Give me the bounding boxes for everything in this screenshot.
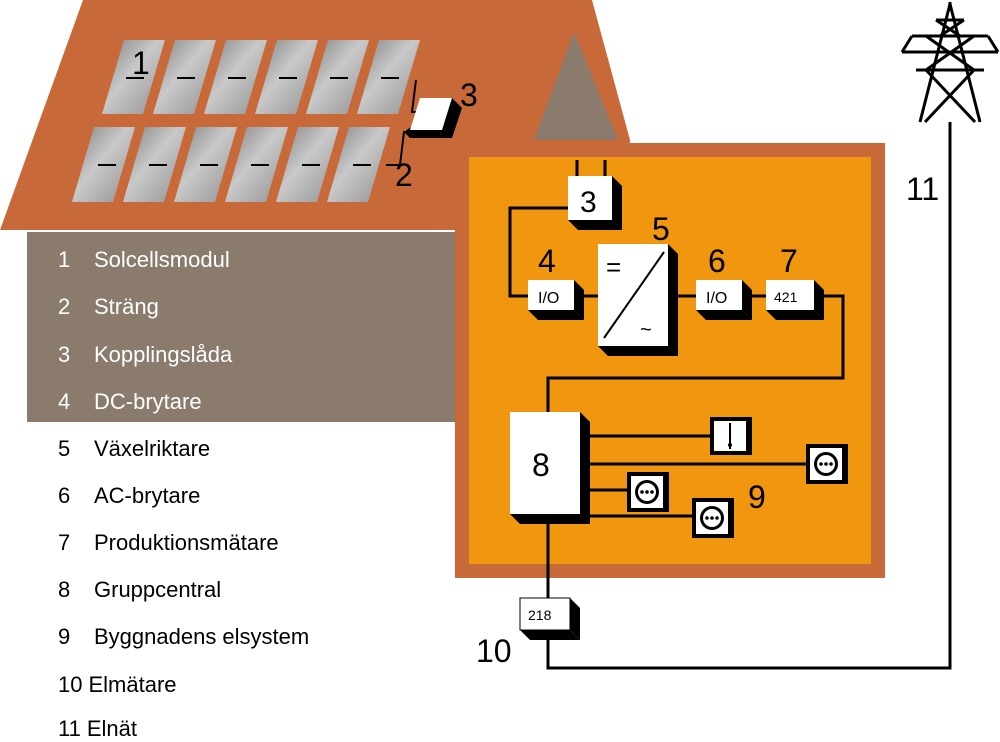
inverter-dc-symbol: = bbox=[606, 252, 621, 282]
legend-num: 11 bbox=[58, 716, 81, 741]
legend-label: Solcellsmodul bbox=[94, 247, 230, 272]
legend-item-5: 5 Växelriktare bbox=[58, 436, 210, 462]
inverter-bottom bbox=[598, 346, 678, 356]
legend-label: Sträng bbox=[94, 294, 159, 319]
socket-outlet bbox=[692, 498, 734, 538]
production-meter-label: 421 bbox=[774, 289, 798, 305]
legend-label: DC-brytare bbox=[94, 389, 202, 414]
callout-string: 2 bbox=[395, 157, 413, 193]
socket-outlet bbox=[806, 444, 848, 484]
dc-switch-bottom bbox=[528, 310, 584, 320]
inverter-ac-symbol: ~ bbox=[640, 319, 652, 341]
callout-production-meter: 7 bbox=[780, 243, 798, 279]
socket-outlets bbox=[627, 444, 848, 538]
wiring bbox=[508, 122, 952, 670]
dc-switch bbox=[528, 280, 574, 310]
legend-item-9: 9 Byggnadens elsystem bbox=[58, 624, 309, 650]
callout-module: 1 bbox=[132, 45, 150, 81]
legend-num: 7 bbox=[58, 530, 71, 555]
legend-num: 6 bbox=[58, 483, 71, 508]
legend-num: 8 bbox=[58, 577, 71, 602]
legend-item-7: 7 Produktionsmätare bbox=[58, 530, 279, 556]
electricity-meter-label: 218 bbox=[528, 607, 552, 623]
callout-building-system: 9 bbox=[748, 479, 766, 515]
callout-dc-switch: 4 bbox=[538, 243, 556, 279]
legend-num: 5 bbox=[58, 436, 71, 461]
junction-box-side bbox=[612, 176, 622, 230]
legend-label: Kopplingslåda bbox=[94, 342, 233, 367]
callout-junction-box-roof: 3 bbox=[460, 77, 478, 113]
legend-item-6: 6 AC-brytare bbox=[58, 483, 200, 509]
legend-num: 4 bbox=[58, 389, 71, 414]
callout-ac-switch: 6 bbox=[708, 243, 726, 279]
house-wall bbox=[27, 232, 467, 422]
distribution-board bbox=[510, 412, 580, 514]
electricity-meter-bottom bbox=[520, 630, 580, 640]
legend-num: 2 bbox=[58, 294, 71, 319]
legend-label: Gruppcentral bbox=[94, 577, 222, 602]
callout-meter: 10 bbox=[476, 633, 512, 669]
legend-label: Elnät bbox=[86, 716, 137, 741]
production-meter bbox=[766, 280, 814, 310]
production-meter-side bbox=[814, 280, 824, 320]
junction-box-roof bbox=[410, 98, 452, 130]
legend-label: Produktionsmätare bbox=[94, 530, 279, 555]
legend-label: AC-brytare bbox=[94, 483, 201, 508]
legend-num: 3 bbox=[58, 342, 71, 367]
ac-switch-bottom bbox=[696, 310, 752, 320]
legend-label: Elmätare bbox=[88, 672, 177, 697]
ac-switch-side bbox=[742, 280, 752, 320]
production-meter-bottom bbox=[766, 310, 824, 320]
legend-num: 1 bbox=[58, 247, 71, 272]
roof-gable bbox=[534, 32, 618, 140]
dc-switch-side bbox=[574, 280, 584, 320]
legend-label: Byggnadens elsystem bbox=[94, 624, 310, 649]
junction-box-bottom bbox=[568, 220, 622, 230]
legend-item-2: 2 Sträng bbox=[58, 294, 159, 320]
electricity-meter-side bbox=[570, 598, 580, 640]
power-pylon-icon bbox=[900, 2, 1000, 124]
dc-switch-label: I/O bbox=[538, 290, 559, 307]
legend-item-8: 8 Gruppcentral bbox=[58, 577, 221, 603]
inverter-diagonal bbox=[603, 251, 665, 339]
junction-box bbox=[568, 176, 612, 220]
legend-label: Växelriktare bbox=[94, 436, 211, 461]
distribution-board-bottom bbox=[510, 514, 590, 524]
callout-grid: 11 bbox=[906, 171, 939, 207]
distribution-board-side bbox=[580, 412, 590, 524]
legend-item-4: 4 DC-brytare bbox=[58, 389, 202, 415]
legend-item-3: 3 Kopplingslåda bbox=[58, 342, 232, 368]
legend-item-1: 1 Solcellsmodul bbox=[58, 247, 230, 273]
legend-num: 10 bbox=[58, 672, 83, 697]
ac-switch bbox=[696, 280, 742, 310]
socket-outlet bbox=[627, 472, 669, 512]
legend-num: 9 bbox=[58, 624, 71, 649]
ac-switch-label: I/O bbox=[706, 290, 727, 307]
inverter-side bbox=[668, 244, 678, 356]
callout-distribution-board: 8 bbox=[532, 447, 550, 483]
callout-junction-box: 3 bbox=[580, 186, 597, 219]
callout-inverter: 5 bbox=[652, 211, 670, 247]
